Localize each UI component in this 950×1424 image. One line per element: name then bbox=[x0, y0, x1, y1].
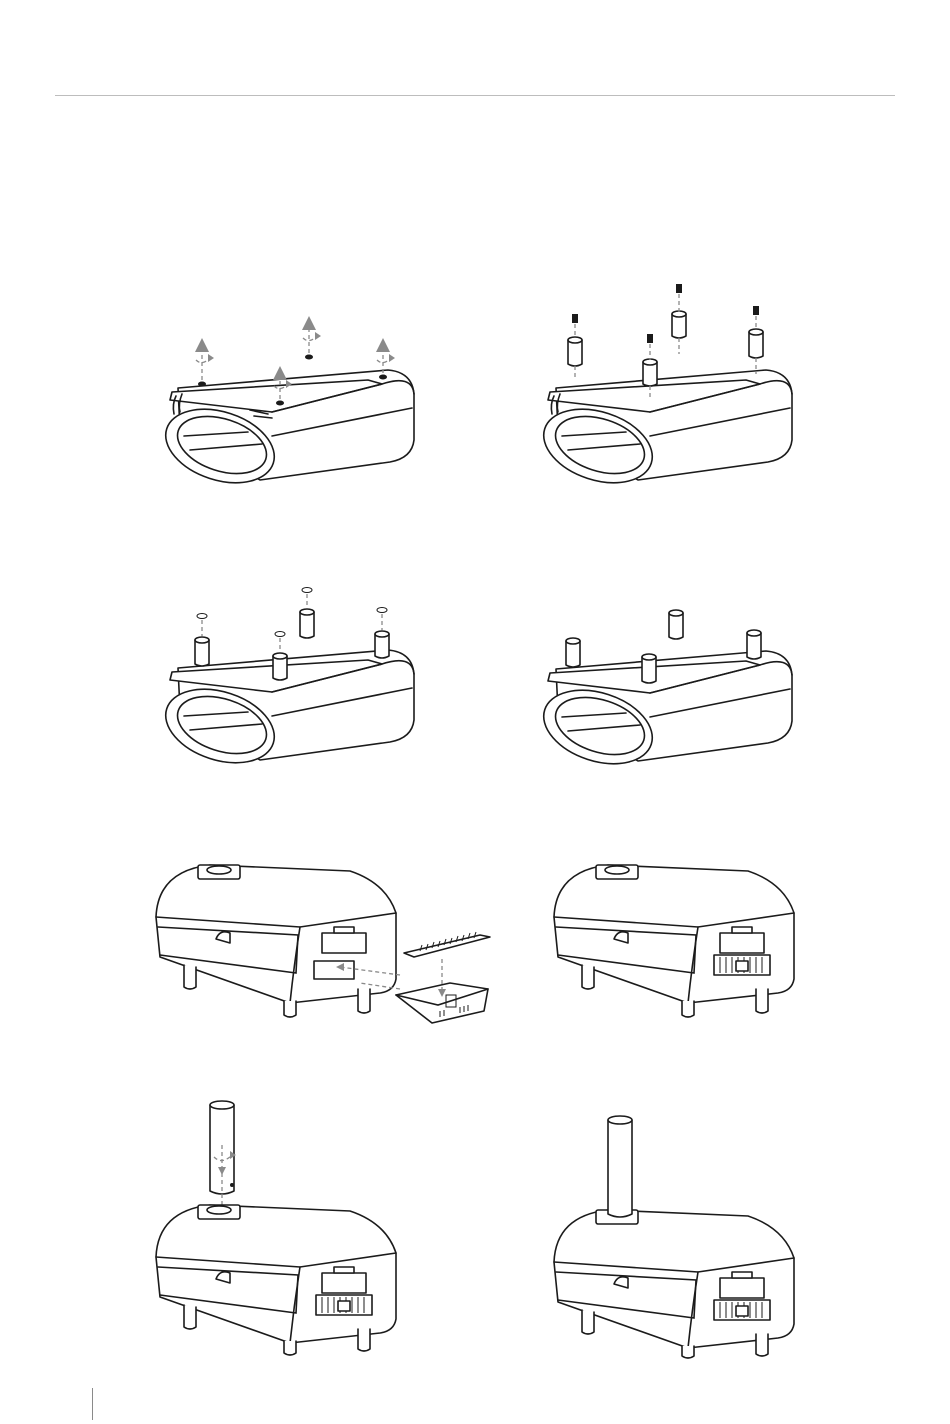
step-3-illustration bbox=[150, 580, 430, 780]
vent-icon bbox=[714, 955, 770, 975]
chimney-icon bbox=[608, 1116, 632, 1217]
step-7-illustration bbox=[150, 1095, 410, 1365]
oven-body-upside-down bbox=[534, 651, 792, 777]
oven-body-upside-down bbox=[534, 370, 792, 496]
step-8-illustration bbox=[548, 1110, 808, 1370]
step-1-illustration bbox=[150, 300, 430, 500]
washer-icon bbox=[197, 588, 387, 653]
down-arrow-icon bbox=[438, 959, 446, 997]
grate-icon bbox=[404, 932, 490, 957]
oven-body-upside-down bbox=[156, 370, 414, 496]
header-rule bbox=[55, 95, 895, 96]
step-5-illustration bbox=[150, 855, 500, 1025]
step-4-illustration bbox=[528, 605, 808, 785]
step-6-illustration bbox=[548, 855, 808, 1025]
step-2-illustration bbox=[528, 280, 808, 500]
page-margin-line bbox=[92, 1388, 93, 1420]
